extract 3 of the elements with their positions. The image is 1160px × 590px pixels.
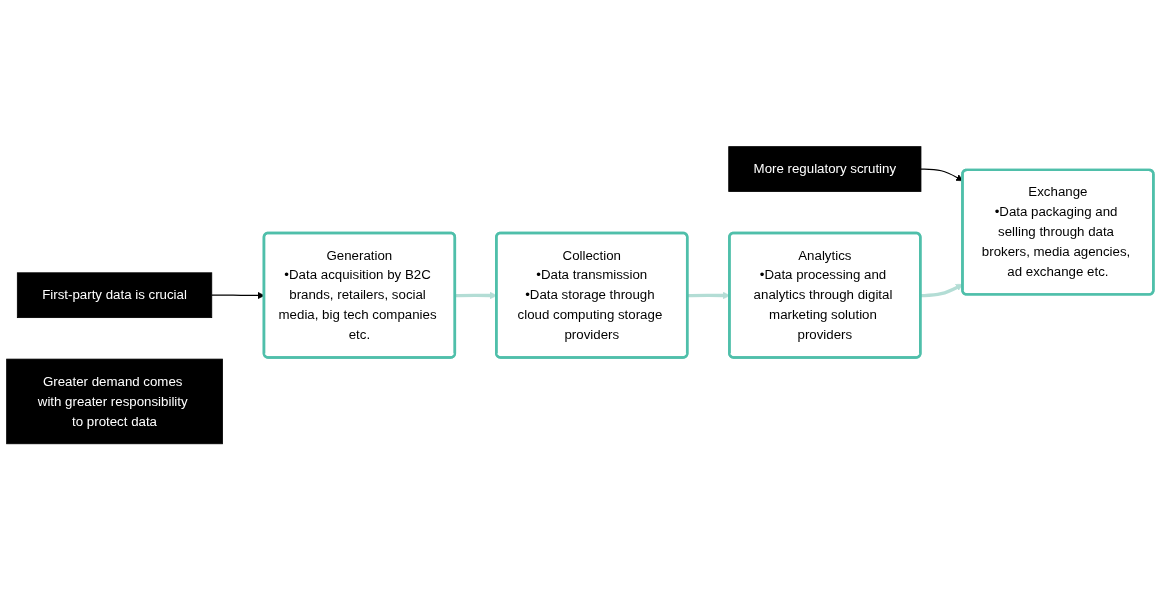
node-box: Greater demand comes with greater responsibility to protect data [6,358,223,444]
node-box: First-party data is crucial [16,272,213,318]
node-box: More regulatory scrutiny [728,146,922,192]
